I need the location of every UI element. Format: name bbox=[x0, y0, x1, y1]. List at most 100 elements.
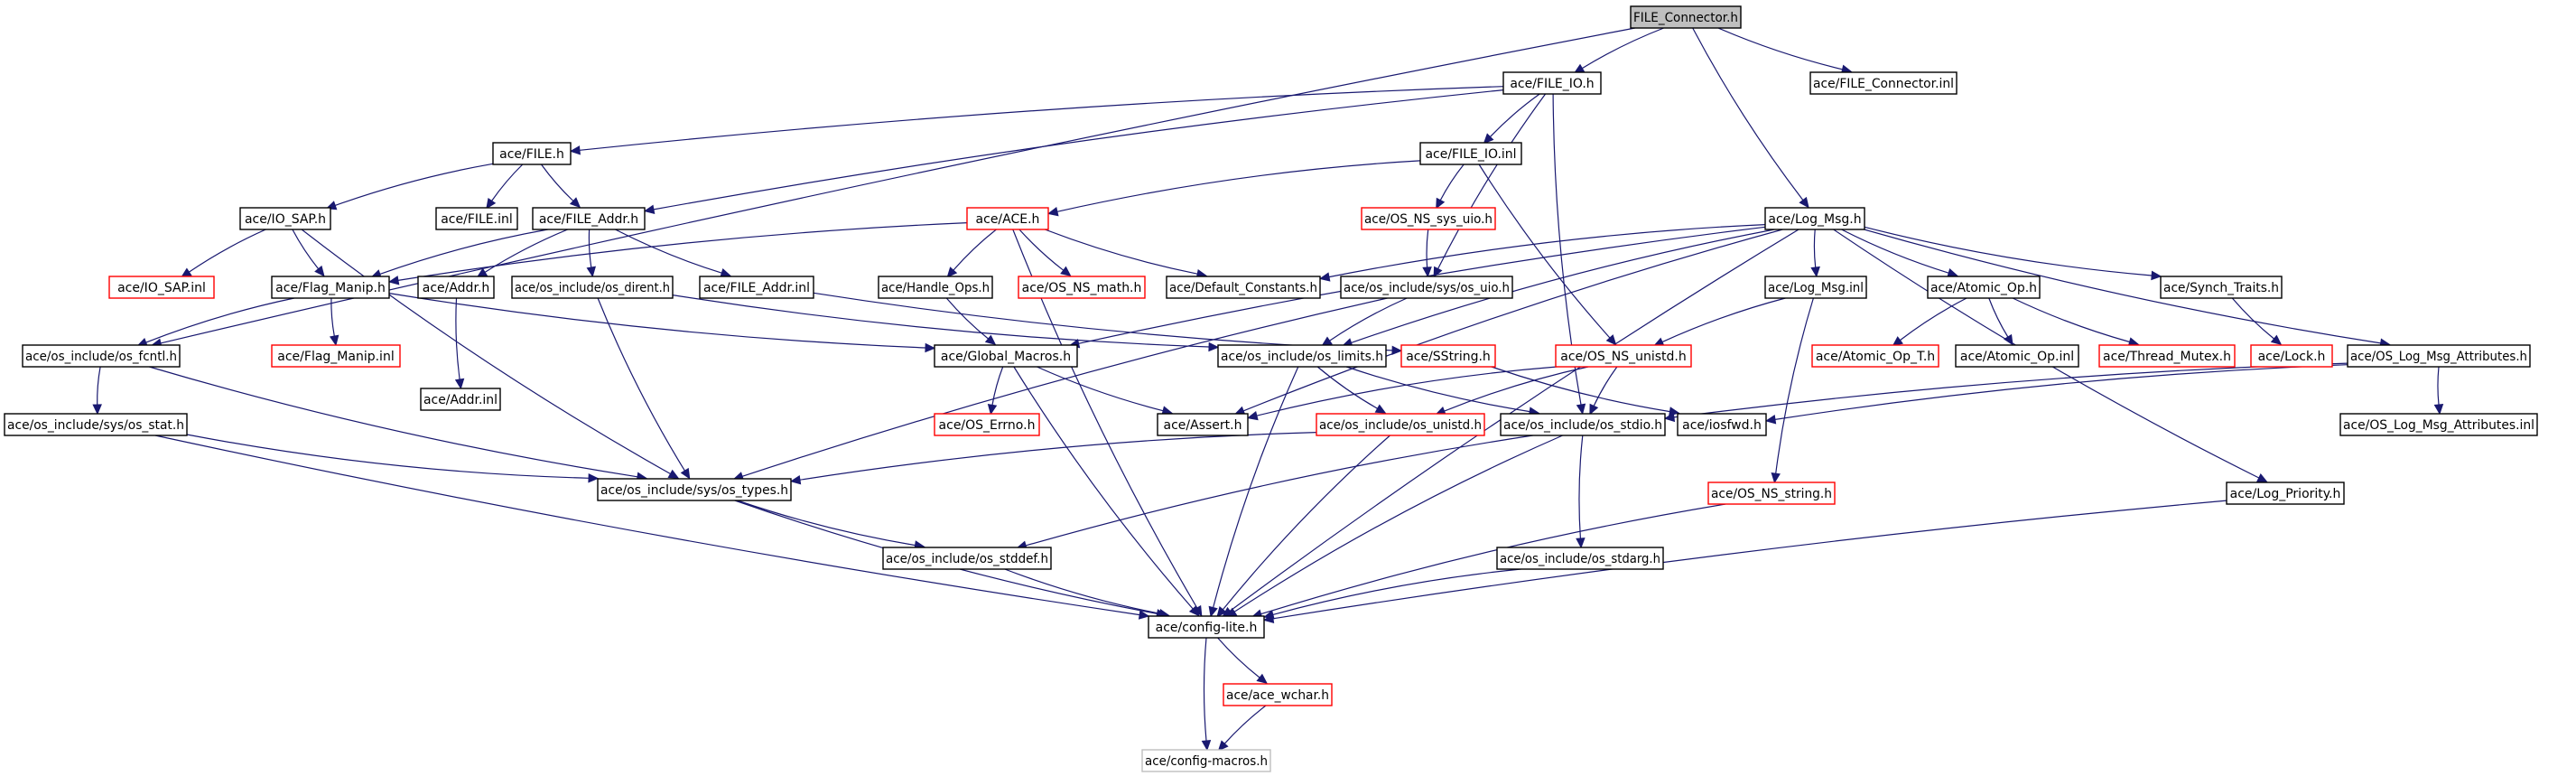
node-label: ace/ace_wchar.h bbox=[1226, 688, 1329, 703]
node-label: ace/os_include/os_dirent.h bbox=[515, 281, 670, 295]
node-label: ace/Log_Msg.inl bbox=[1768, 281, 1864, 295]
node-ace-wchar-h[interactable]: ace/ace_wchar.h bbox=[1223, 683, 1333, 706]
node-global-macros-h[interactable]: ace/Global_Macros.h bbox=[934, 344, 1078, 368]
node-log-priority-h[interactable]: ace/Log_Priority.h bbox=[2226, 481, 2345, 505]
edge-global_macros_h-to-assert_h bbox=[1037, 366, 1164, 412]
arrowhead-ace_wchar_h bbox=[1256, 673, 1268, 685]
edge-ace_wchar_h-to-config_macros_h bbox=[1223, 705, 1267, 744]
node-synch-traits-h[interactable]: ace/Synch_Traits.h bbox=[2160, 276, 2283, 299]
node-label: ace/os_include/os_unistd.h bbox=[1319, 418, 1482, 433]
arrowhead-file_inl bbox=[486, 197, 497, 210]
node-handle-ops-h[interactable]: ace/Handle_Ops.h bbox=[878, 276, 993, 299]
edge-os_unistd_h-to-os_sys_types_h bbox=[799, 432, 1317, 481]
node-os-ns-string-h[interactable]: ace/OS_NS_string.h bbox=[1707, 481, 1836, 505]
node-assert-h[interactable]: ace/Assert.h bbox=[1157, 413, 1249, 436]
node-box bbox=[1500, 413, 1666, 436]
node-log-msg-inl[interactable]: ace/Log_Msg.inl bbox=[1764, 276, 1867, 299]
node-os-unistd-h[interactable]: ace/os_include/os_unistd.h bbox=[1316, 413, 1485, 436]
node-box bbox=[271, 276, 390, 299]
node-os-log-msg-attributes-h[interactable]: ace/OS_Log_Msg_Attributes.h bbox=[2347, 344, 2531, 368]
node-label: ace/OS_Errno.h bbox=[939, 418, 1036, 433]
node-box bbox=[2226, 481, 2345, 505]
node-os-stdarg-h[interactable]: ace/os_include/os_stdarg.h bbox=[1496, 547, 1664, 570]
node-lock-h[interactable]: ace/Lock.h bbox=[2250, 344, 2333, 368]
node-os-sys-types-h[interactable]: ace/os_include/sys/os_types.h bbox=[597, 478, 792, 501]
node-os-ns-unistd-h[interactable]: ace/OS_NS_unistd.h bbox=[1555, 344, 1692, 368]
node-os-stddef-h[interactable]: ace/os_include/os_stddef.h bbox=[882, 547, 1052, 570]
node-box bbox=[492, 142, 572, 165]
node-file-addr-h[interactable]: ace/FILE_Addr.h bbox=[532, 207, 646, 230]
node-file-io-h[interactable]: ace/FILE_IO.h bbox=[1502, 71, 1602, 95]
node-thread-mutex-h[interactable]: ace/Thread_Mutex.h bbox=[2098, 344, 2236, 368]
node-ace-h[interactable]: ace/ACE.h bbox=[966, 207, 1049, 230]
node-os-dirent-h[interactable]: ace/os_include/os_dirent.h bbox=[511, 276, 674, 299]
node-os-fcntl-h[interactable]: ace/os_include/os_fcntl.h bbox=[22, 344, 181, 368]
edge-ace_h-to-os_ns_math_h bbox=[1018, 229, 1065, 271]
arrowhead-os_ns_string_h bbox=[1771, 472, 1781, 484]
edge-os_stddef_h-to-config_lite_h bbox=[1004, 568, 1160, 614]
arrowhead-sstring_h bbox=[1391, 345, 1403, 356]
node-atomic-op-inl[interactable]: ace/Atomic_Op.inl bbox=[1955, 344, 2079, 368]
node-log-msg-h[interactable]: ace/Log_Msg.h bbox=[1764, 207, 1865, 230]
arrowhead-file_io_inl bbox=[1483, 133, 1494, 145]
edge-sstring_h-to-iosfwd_h bbox=[1491, 366, 1670, 413]
node-file-connector-inl[interactable]: ace/FILE_Connector.inl bbox=[1809, 71, 1958, 95]
arrowhead-flag_manip_h bbox=[314, 265, 325, 277]
node-flag-manip-inl[interactable]: ace/Flag_Manip.inl bbox=[271, 344, 401, 368]
node-iosfwd-h[interactable]: ace/iosfwd.h bbox=[1677, 413, 1767, 436]
edge-os_log_msg_attributes_h-to-os_stdio_h bbox=[1673, 362, 2348, 418]
node-label: ace/FILE.inl bbox=[441, 212, 513, 227]
node-addr-inl[interactable]: ace/Addr.inl bbox=[420, 388, 501, 411]
node-default-constants-h[interactable]: ace/Default_Constants.h bbox=[1166, 276, 1321, 299]
edge-os_dirent_h-to-os_limits_h bbox=[672, 295, 1210, 348]
node-box bbox=[934, 344, 1078, 368]
node-os-sys-uio-h[interactable]: ace/os_include/sys/os_uio.h bbox=[1340, 276, 1513, 299]
node-os-limits-h[interactable]: ace/os_include/os_limits.h bbox=[1217, 344, 1387, 368]
edge-log_msg_h-to-default_constants_h bbox=[1328, 224, 1766, 278]
node-box bbox=[699, 276, 814, 299]
node-file-addr-inl[interactable]: ace/FILE_Addr.inl bbox=[699, 276, 814, 299]
node-label: ace/config-macros.h bbox=[1145, 754, 1268, 769]
node-label: ace/os_include/os_stdarg.h bbox=[1500, 552, 1660, 566]
edge-os_dirent_h-to-os_sys_types_h bbox=[597, 297, 685, 472]
node-atomic-op-h[interactable]: ace/Atomic_Op.h bbox=[1927, 276, 2041, 299]
edge-file_addr_h-to-os_dirent_h bbox=[588, 229, 592, 268]
node-os-sys-stat-h[interactable]: ace/os_include/sys/os_stat.h bbox=[4, 413, 188, 436]
arrowhead-os_log_msg_attributes_inl bbox=[2433, 404, 2444, 416]
node-os-errno-h[interactable]: ace/OS_Errno.h bbox=[934, 413, 1040, 436]
node-file-h[interactable]: ace/FILE.h bbox=[492, 142, 572, 165]
node-label: ace/Assert.h bbox=[1164, 418, 1242, 433]
node-box bbox=[22, 344, 181, 368]
node-file-io-inl[interactable]: ace/FILE_IO.inl bbox=[1419, 142, 1522, 165]
edge-file_addr_h-to-flag_manip_h bbox=[379, 229, 548, 275]
node-os-log-msg-attributes-inl[interactable]: ace/OS_Log_Msg_Attributes.inl bbox=[2339, 413, 2538, 436]
node-config-lite-h[interactable]: ace/config-lite.h bbox=[1148, 615, 1265, 639]
node-flag-manip-h[interactable]: ace/Flag_Manip.h bbox=[271, 276, 390, 299]
edge-flag_manip_h-to-global_macros_h bbox=[388, 293, 926, 349]
node-atomic-op-t-h[interactable]: ace/Atomic_Op_T.h bbox=[1811, 344, 1939, 368]
node-label: ace/ACE.h bbox=[976, 212, 1040, 227]
arrowhead-file_h bbox=[569, 145, 581, 155]
edge-file_io_h-to-file_io_inl bbox=[1489, 93, 1540, 137]
arrowhead-os_sys_stat_h bbox=[92, 404, 102, 416]
edge-os_stdio_h-to-os_stddef_h bbox=[1025, 435, 1533, 547]
node-addr-h[interactable]: ace/Addr.h bbox=[417, 276, 495, 299]
arrowhead-config_macros_h bbox=[1217, 740, 1229, 752]
arrowhead-os_sys_uio_h bbox=[1422, 266, 1432, 278]
node-io-sap-inl[interactable]: ace/IO_SAP.inl bbox=[108, 276, 215, 299]
node-sstring-h[interactable]: ace/SString.h bbox=[1400, 344, 1496, 368]
edge-os_ns_unistd_h-to-assert_h bbox=[1256, 366, 1558, 416]
node-box bbox=[1316, 413, 1485, 436]
node-config-macros-h[interactable]: ace/config-macros.h bbox=[1141, 749, 1271, 772]
node-io-sap-h[interactable]: ace/IO_SAP.h bbox=[239, 207, 331, 230]
node-label: ace/Log_Priority.h bbox=[2230, 487, 2341, 501]
node-os-stdio-h[interactable]: ace/os_include/os_stdio.h bbox=[1500, 413, 1666, 436]
edge-file_io_h-to-file_h bbox=[579, 86, 1504, 151]
node-label: ace/FILE_IO.inl bbox=[1425, 147, 1516, 162]
node-os-ns-sys-uio-h[interactable]: ace/OS_NS_sys_uio.h bbox=[1361, 207, 1496, 230]
node-os-ns-math-h[interactable]: ace/OS_NS_math.h bbox=[1018, 276, 1146, 299]
edge-io_sap_h-to-flag_manip_h bbox=[292, 229, 320, 269]
node-file-inl[interactable]: ace/FILE.inl bbox=[435, 207, 518, 230]
